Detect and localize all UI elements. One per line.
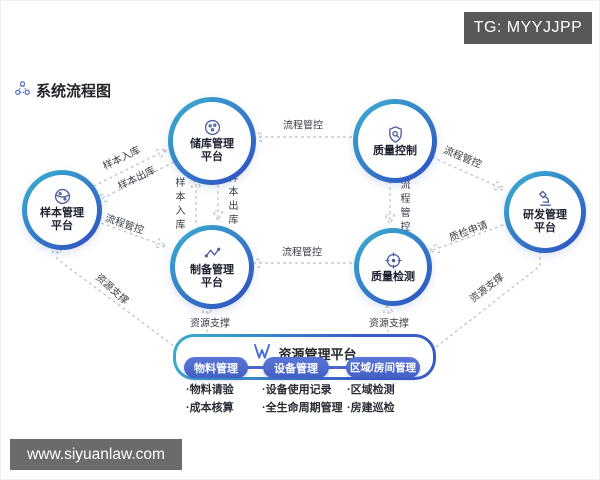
resource-w-icon — [252, 343, 272, 363]
resource-item: ·成本核算 — [186, 402, 234, 414]
resource-item: ·区域检测 — [347, 384, 395, 396]
pill-material-management: 物料管理 — [184, 357, 248, 378]
pulse-line-icon — [204, 247, 220, 258]
cell-globe-icon — [54, 188, 70, 205]
node-quality-control: 质量控制 — [353, 99, 437, 183]
node-storage-platform: 储库管理 平台 — [168, 97, 256, 185]
pill-area-room-management: 区域/房间管理 — [346, 357, 420, 378]
watermark-url: www.siyuanlaw.com — [10, 439, 182, 470]
edge-storage-sample — [97, 161, 175, 201]
node-label: 平台 — [201, 277, 223, 289]
edge-label-qc-qt: 流程管控 — [398, 179, 409, 235]
node-label: 质量控制 — [373, 144, 417, 157]
edge-rd-qt — [430, 222, 510, 251]
edge-label-storage-prep: 样本出库 — [226, 172, 237, 228]
node-label: 储库管理 — [190, 138, 234, 150]
resource-item: ·设备使用记录 — [262, 384, 332, 396]
node-label: 研发管理 — [523, 209, 567, 221]
edge-label-qc-storage: 流程管控 — [283, 120, 323, 132]
node-sample-platform: 样本管理 平台 — [22, 170, 102, 250]
cluster-icon — [14, 80, 31, 101]
diagram-title-text: 系统流程图 — [36, 83, 112, 100]
resource-item: ·房建巡检 — [347, 402, 395, 414]
edge-qc-rd — [420, 151, 503, 189]
pill-equipment-management: 设备管理 — [263, 357, 329, 378]
shield-search-icon — [388, 125, 402, 143]
node-label: 平台 — [201, 151, 223, 163]
node-label: 制备管理 — [190, 264, 234, 276]
edge-res-sample — [57, 244, 179, 350]
edge-label-qt-prep: 流程管控 — [282, 247, 322, 259]
resource-item: ·全生命周期管理 — [262, 402, 343, 414]
microscope-icon — [538, 190, 551, 206]
node-label: 样本管理 — [40, 207, 84, 219]
petri-dish-icon — [204, 119, 220, 136]
edge-label-prep-storage: 样本入库 — [173, 177, 184, 233]
node-rd-platform: 研发管理 平台 — [504, 171, 586, 253]
edge-sample-storage — [87, 150, 166, 190]
diagram-title: 系统流程图 — [14, 80, 111, 101]
edge-label-res-qt: 资源支撑 — [367, 314, 411, 330]
target-icon — [384, 251, 402, 269]
tg-badge: TG: MYYJJPP — [464, 12, 592, 44]
node-quality-test: 质量检测 — [354, 228, 432, 306]
node-label: 质量检测 — [371, 270, 415, 283]
node-prep-platform: 制备管理 平台 — [170, 225, 254, 309]
edge-res-rd — [435, 243, 540, 348]
edge-label-res-prep: 资源支撑 — [188, 314, 232, 330]
resource-item: ·物料请验 — [186, 384, 234, 396]
edge-sample-prep — [89, 218, 165, 246]
node-label: 平台 — [51, 220, 73, 232]
node-label: 平台 — [534, 222, 556, 234]
